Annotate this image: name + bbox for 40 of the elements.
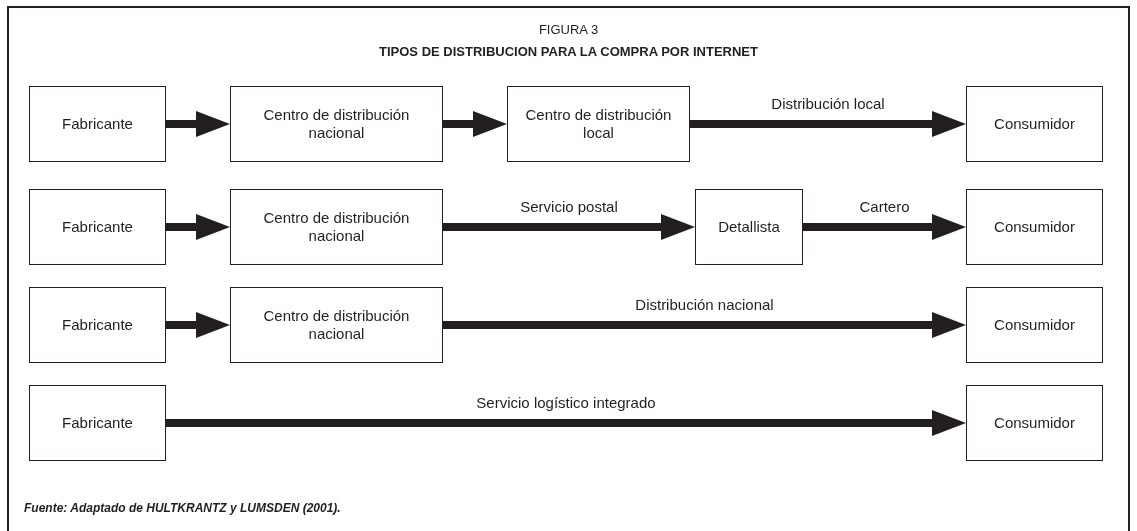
arrow <box>443 111 507 137</box>
arrow <box>166 214 230 240</box>
arrow <box>803 214 966 240</box>
box-text: Centro de distribución local <box>524 106 673 142</box>
process-box <box>966 86 1103 162</box>
box-text: Centro de distribución nacional <box>262 106 411 142</box>
box-text: Consumidor <box>994 414 1075 432</box>
process-box <box>695 189 803 265</box>
box-text: Fabricante <box>62 218 133 236</box>
arrow <box>166 111 230 137</box>
arrow <box>443 312 966 338</box>
process-box <box>29 189 166 265</box>
process-box <box>230 287 443 363</box>
box-text: Centro de distribución nacional <box>262 209 411 245</box>
process-box <box>966 287 1103 363</box>
process-box <box>966 385 1103 461</box>
process-box <box>29 385 166 461</box>
box-text: Consumidor <box>994 316 1075 334</box>
arrow <box>443 214 695 240</box>
edge-label: Servicio postal <box>520 198 618 216</box>
process-box <box>230 189 443 265</box>
box-text: Consumidor <box>994 218 1075 236</box>
box-text: Consumidor <box>994 115 1075 133</box>
edge-label: Servicio logístico integrado <box>476 394 656 412</box>
box-text: Fabricante <box>62 414 133 432</box>
arrow <box>690 111 966 137</box>
box-text: Fabricante <box>62 316 133 334</box>
arrow <box>166 410 966 436</box>
figure-title: TIPOS DE DISTRIBUCION PARA LA COMPRA POR INTERNET <box>379 44 758 60</box>
box-text: Detallista <box>718 218 780 236</box>
process-box <box>507 86 690 162</box>
process-box <box>230 86 443 162</box>
process-box <box>966 189 1103 265</box>
process-box <box>29 86 166 162</box>
figure-number: FIGURA 3 <box>538 22 599 38</box>
process-box <box>29 287 166 363</box>
box-text: Fabricante <box>62 115 133 133</box>
source-note: Fuente: Adaptado de HULTKRANTZ y LUMSDEN (2001). <box>24 500 341 516</box>
box-text: Centro de distribución nacional <box>262 307 411 343</box>
arrow <box>166 312 230 338</box>
